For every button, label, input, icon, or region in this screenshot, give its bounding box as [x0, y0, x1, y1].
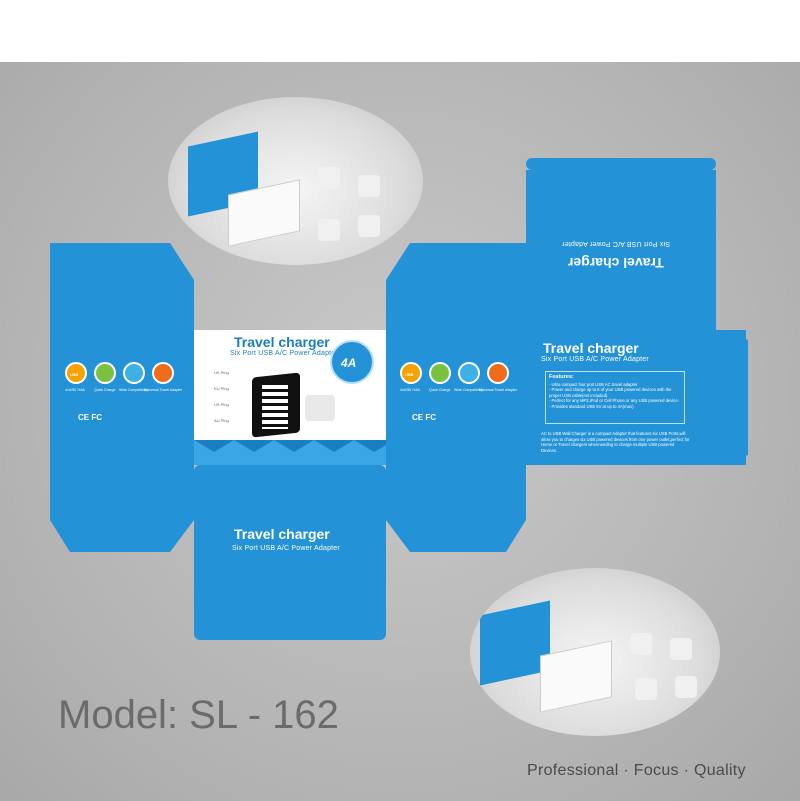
plug-label-uk: UK Plug	[214, 370, 229, 375]
plug-photo	[358, 175, 380, 197]
plug-label-eu: EU Plug	[214, 386, 229, 391]
usb-icon	[400, 362, 422, 384]
features-title: Features:	[549, 374, 574, 380]
feature-item: - Power and charge up to 6 of your USB p…	[549, 387, 672, 398]
top-title: Travel charger	[568, 255, 664, 271]
plug-label-au: AU Plug	[214, 418, 229, 423]
feature-item: - Provides standard USB 5V at up to 4A(m…	[549, 403, 634, 409]
slogan: Professional · Focus · Quality	[527, 762, 746, 779]
front-title: Travel charger	[234, 334, 330, 350]
icon-label-quick: Quick Charge	[94, 388, 116, 392]
feature-item: - Perfect for any MP3,iPod or Cell Phone…	[549, 398, 679, 403]
product-description: AC to USB Wall Charger is a compact Adap…	[541, 431, 690, 453]
icon-label-universal-right: Universal Travel Adapter	[479, 388, 518, 392]
right-side-panel	[386, 330, 526, 465]
amp-badge	[330, 340, 374, 384]
lid-tuck	[526, 158, 716, 170]
icon-label-quick-right: Quick Charge	[429, 388, 451, 392]
top-panel	[526, 170, 716, 330]
quick-charge-icon	[94, 362, 116, 384]
usb-badge-right: USB	[405, 372, 414, 377]
product-photo-bottom	[470, 568, 720, 736]
left-feature-icons	[65, 362, 174, 384]
amp-badge-label: 4A	[341, 356, 357, 370]
right-top-flap	[386, 243, 526, 330]
right-feature-icons	[400, 362, 509, 384]
plug-adapter	[305, 395, 335, 421]
back-subtitle: Six Port USB A/C Power Adapter	[541, 356, 649, 363]
diamond-pattern	[194, 440, 386, 465]
charger-ports	[262, 385, 288, 429]
plug-photo	[318, 167, 340, 189]
bottom-panel	[194, 465, 386, 640]
bottom-title: Travel charger	[234, 526, 330, 542]
left-top-flap	[50, 243, 194, 330]
wide-compatibility-icon	[123, 362, 145, 384]
left-cert-marks: CE FC	[78, 413, 102, 422]
icon-label-usb-right: 4xUSB 7x3A	[400, 388, 420, 392]
icon-label-wide: Wide Compatibility	[119, 388, 148, 392]
plug-photo	[635, 678, 657, 700]
features-box: Features: - Ultra compact four port USB …	[545, 371, 685, 424]
front-subtitle: Six Port USB A/C Power Adapter	[230, 350, 338, 357]
top-subtitle: Six Port USB A/C Power Adapter	[562, 240, 670, 247]
charger-photo	[540, 640, 612, 713]
quick-charge-icon	[429, 362, 451, 384]
universal-adapter-icon	[152, 362, 174, 384]
right-bottom-flap	[386, 465, 526, 552]
plug-label-us: US Plug	[214, 402, 229, 407]
usb-icon	[65, 362, 87, 384]
usb-badge: USB	[70, 372, 79, 377]
feature-item: - Ultra compact four port USB AC travel …	[549, 381, 638, 387]
wide-compatibility-icon	[458, 362, 480, 384]
plug-photo	[670, 638, 692, 660]
right-cert-marks: CE FC	[412, 413, 436, 422]
plug-photo	[318, 219, 340, 241]
universal-adapter-icon	[487, 362, 509, 384]
glue-flap	[716, 330, 748, 465]
icon-label-universal: Universal Travel Adapter	[144, 388, 183, 392]
back-title: Travel charger	[543, 340, 639, 356]
model-label: Model: SL - 162	[58, 693, 339, 737]
plug-photo	[358, 215, 380, 237]
left-side-panel	[50, 330, 194, 465]
product-photo-top	[168, 97, 423, 265]
plug-photo	[630, 633, 652, 655]
plug-photo	[675, 676, 697, 698]
icon-label-usb: 4xUSB 7x3A	[65, 388, 85, 392]
bottom-subtitle: Six Port USB A/C Power Adapter	[232, 545, 340, 552]
icon-label-wide-right: Wide Compatibility	[454, 388, 483, 392]
left-bottom-flap	[50, 465, 194, 552]
back-panel	[526, 330, 746, 465]
